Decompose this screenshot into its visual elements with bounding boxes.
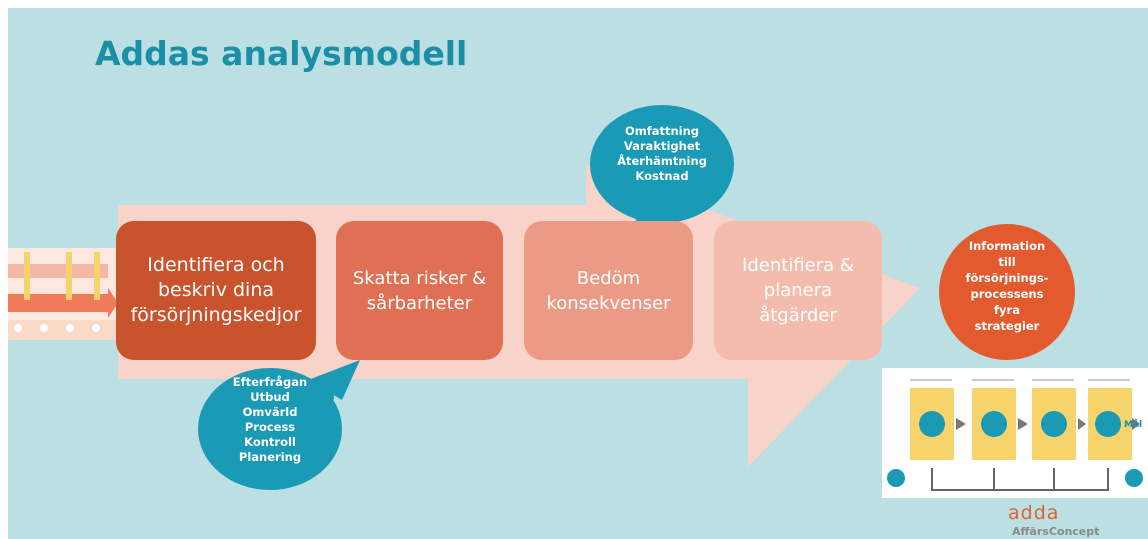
step-plan-actions: Identifiera & planera åtgärder bbox=[714, 221, 882, 360]
step-estimate-risks: Skatta risker & sårbarheter bbox=[336, 221, 503, 360]
strategies-thumbnail bbox=[882, 368, 1148, 498]
adda-logo: adda bbox=[1008, 502, 1060, 524]
goal-label: Mål bbox=[1124, 420, 1143, 430]
slide-title: Addas analysmodell bbox=[95, 34, 468, 73]
supply-chain-thumbnail bbox=[8, 248, 118, 340]
slide: Addas analysmodell Identifiera och beskr… bbox=[8, 8, 1148, 539]
bubble-bottom-text: Efterfrågan Utbud Omvärld Process Kontro… bbox=[232, 375, 308, 464]
bubble-top-text: Omfattning Varaktighet Återhämtning Kost… bbox=[617, 124, 707, 183]
result-circle bbox=[939, 224, 1075, 360]
step-identify-chains: Identifiera och beskriv dina försörjning… bbox=[116, 221, 316, 360]
result-circle-text: Information till försörjnings- processen… bbox=[965, 239, 1049, 333]
bubble-bottom bbox=[198, 360, 360, 490]
adda-logo-subtitle: AffärsConcept bbox=[1012, 525, 1100, 538]
step-assess-consequences: Bedöm konsekvenser bbox=[524, 221, 693, 360]
